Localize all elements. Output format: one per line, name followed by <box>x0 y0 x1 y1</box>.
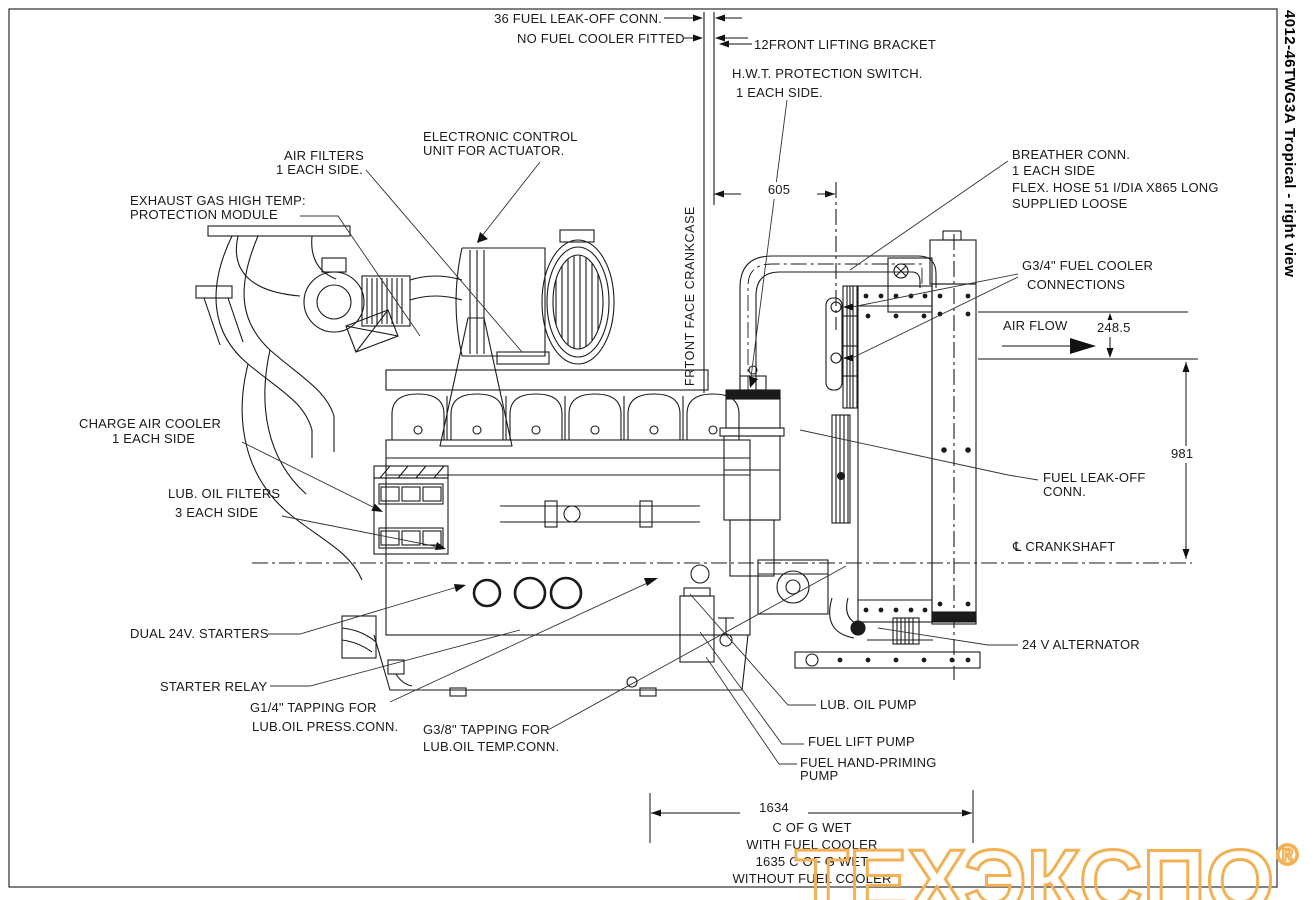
cog-note-line3: 1635 C OF G WET <box>755 854 869 869</box>
callout-charge-air-line2: 1 EACH SIDE <box>112 431 196 446</box>
callout-g38-line1: G3/8" TAPPING FOR <box>423 722 550 737</box>
drawing-geometry <box>8 8 1278 888</box>
callout-charge-air-line1: CHARGE AIR COOLER <box>79 416 222 431</box>
callout-fuel-cooler-line1: G3/4" FUEL COOLER <box>1022 258 1154 273</box>
callout-dual-starters: DUAL 24V. STARTERS <box>130 626 269 641</box>
cog-note-line4: WITHOUT FUEL COOLER <box>732 871 892 886</box>
cog-note-line1: C OF G WET <box>772 820 852 835</box>
callout-no-fuel-cooler: NO FUEL COOLER FITTED <box>517 31 685 46</box>
dimension-lines <box>649 17 1198 843</box>
callout-fuel-leak-line1: FUEL LEAK-OFF <box>1043 470 1146 485</box>
callout-front-lifting: 12FRONT LIFTING BRACKET <box>754 37 937 52</box>
callout-air-filters-line1: AIR FILTERS <box>284 148 364 163</box>
arrowheads <box>371 14 1190 817</box>
callout-fuel-lift-pump: FUEL LIFT PUMP <box>808 734 915 749</box>
callout-alternator: 24 V ALTERNATOR <box>1022 637 1140 652</box>
callout-lub-filters-line2: 3 EACH SIDE <box>175 505 259 520</box>
callout-hwt-line1: H.W.T. PROTECTION SWITCH. <box>732 66 923 81</box>
callout-hand-priming-line2: PUMP <box>800 768 839 783</box>
callout-lub-oil-pump: LUB. OIL PUMP <box>820 697 917 712</box>
air-flow-label: AIR FLOW <box>1003 318 1068 333</box>
callout-g38-line2: LUB.OIL TEMP.CONN. <box>423 739 560 754</box>
dimension-1634: 1634 <box>740 800 808 817</box>
callout-starter-relay: STARTER RELAY <box>160 679 268 694</box>
cog-note-line2: WITH FUEL COOLER <box>746 837 878 852</box>
leader-lines <box>241 99 1039 765</box>
callout-breather-line3: FLEX. HOSE 51 I/DIA X865 LONG <box>1012 180 1219 195</box>
callout-g14-line1: G1/4" TAPPING FOR <box>250 700 377 715</box>
callout-air-filters-line2: 1 EACH SIDE. <box>276 162 363 177</box>
callout-breather-line4: SUPPLIED LOOSE <box>1012 196 1128 211</box>
callout-exhaust-line1: EXHAUST GAS HIGH TEMP: <box>130 193 306 208</box>
callout-exhaust-line2: PROTECTION MODULE <box>130 207 278 222</box>
callout-ecu-line1: ELECTRONIC CONTROL <box>423 129 578 144</box>
callout-fuel-cooler-line2: CONNECTIONS <box>1027 277 1126 292</box>
callout-fuel-leak-off-36: 36 FUEL LEAK-OFF CONN. <box>494 11 662 26</box>
drawing-title: 4012-46TWG3A Tropical - right view <box>1281 10 1298 278</box>
dimension-248-5: 248.5 <box>1094 320 1134 337</box>
callout-ecu-line2: UNIT FOR ACTUATOR. <box>423 143 565 158</box>
callout-hand-priming-line1: FUEL HAND-PRIMING <box>800 755 937 770</box>
callout-hwt-line2: 1 EACH SIDE. <box>736 85 823 100</box>
crankshaft-centerline-label: ℄ CRANKSHAFT <box>1013 539 1116 557</box>
front-face-crankcase-label: FRTONT FACE CRANKCASE <box>683 206 697 386</box>
callout-g14-line2: LUB.OIL PRESS.CONN. <box>252 719 399 734</box>
callout-fuel-leak-line2: CONN. <box>1043 484 1086 499</box>
callout-breather-line1: BREATHER CONN. <box>1012 147 1131 162</box>
dimension-605: 605 <box>741 182 817 199</box>
callout-breather-line2: 1 EACH SIDE <box>1012 163 1096 178</box>
crankshaft-text: CRANKSHAFT <box>1025 539 1116 554</box>
callout-lub-filters-line1: LUB. OIL FILTERS <box>168 486 281 501</box>
centerline-symbol: ℄ <box>1013 540 1022 555</box>
dimension-981: 981 <box>1168 446 1197 463</box>
